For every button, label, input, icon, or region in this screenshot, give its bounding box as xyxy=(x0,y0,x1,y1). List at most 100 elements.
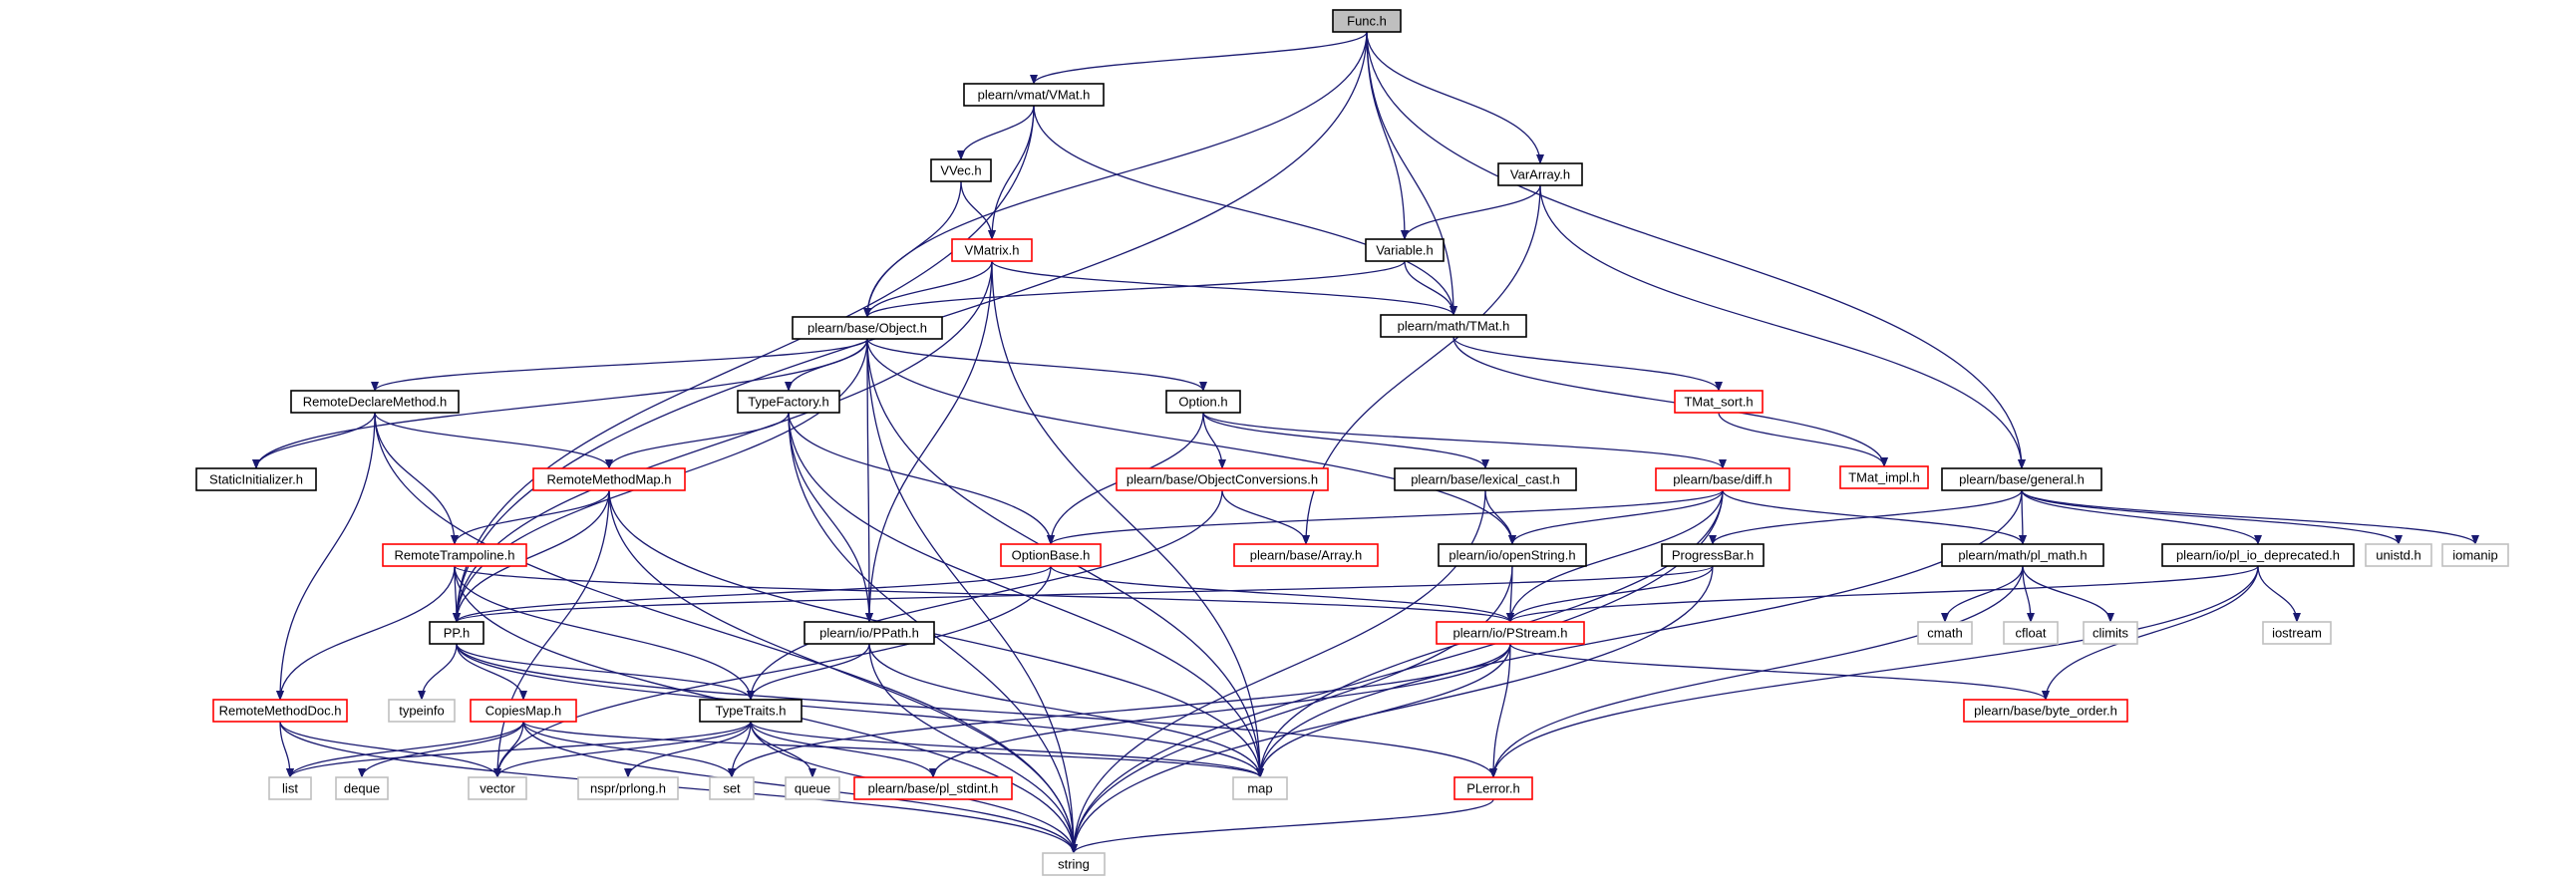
edge-copiesmap-to-map xyxy=(522,721,1264,778)
node-climits: climits xyxy=(2083,621,2138,645)
edge-copiesmap-to-deque xyxy=(358,721,524,778)
node-box-typefactory xyxy=(737,390,840,414)
edge-general-to-iomanip xyxy=(2021,489,2479,545)
node-label-climits: climits xyxy=(2093,626,2129,641)
edge-general-to-progressbar xyxy=(1709,489,2023,545)
node-label-plmath: plearn/math/pl_math.h xyxy=(1958,548,2087,563)
node-label-unistd: unistd.h xyxy=(2376,548,2421,563)
node-array[interactable]: plearn/base/Array.h xyxy=(1233,543,1379,567)
node-general[interactable]: plearn/base/general.h xyxy=(1941,467,2102,491)
edge-variable-to-object xyxy=(863,260,1406,318)
node-box-iostream xyxy=(2262,621,2332,645)
edge-pstream-to-map xyxy=(1256,643,1511,778)
node-object[interactable]: plearn/base/Object.h xyxy=(792,316,943,340)
edge-lexcast-to-openstring xyxy=(1484,489,1516,545)
node-label-rmdoc: RemoteMethodDoc.h xyxy=(219,704,342,719)
node-rdm[interactable]: RemoteDeclareMethod.h xyxy=(290,390,460,414)
node-deque: deque xyxy=(335,776,389,800)
edge-vmat-to-vmatrix xyxy=(988,105,1035,240)
dependency-edges xyxy=(252,31,2479,854)
node-vvec[interactable]: VVec.h xyxy=(930,158,992,182)
edge-pliodep-to-iostream xyxy=(2257,565,2301,623)
node-objconv[interactable]: plearn/base/ObjectConversions.h xyxy=(1116,467,1329,491)
edge-progressbar-to-pstream xyxy=(1506,565,1714,623)
node-tmatimpl[interactable]: TMat_impl.h xyxy=(1839,465,1929,489)
node-nspr: nspr/prlong.h xyxy=(577,776,679,800)
edge-general-to-pliodep xyxy=(2021,489,2262,545)
node-label-iostream: iostream xyxy=(2272,626,2322,641)
node-plmath[interactable]: plearn/math/pl_math.h xyxy=(1941,543,2104,567)
node-label-vmat: plearn/vmat/VMat.h xyxy=(978,88,1091,103)
node-box-diff xyxy=(1655,467,1790,491)
node-box-staticinit xyxy=(195,467,317,491)
node-typeinfo: typeinfo xyxy=(388,699,456,723)
node-box-typetraits xyxy=(699,699,803,723)
edge-copiesmap-to-list xyxy=(286,721,524,778)
edge-vmatrix-to-object xyxy=(863,260,993,318)
node-pstream[interactable]: plearn/io/PStream.h xyxy=(1436,621,1585,645)
node-rmdoc[interactable]: RemoteMethodDoc.h xyxy=(212,699,348,723)
node-vmatrix[interactable]: VMatrix.h xyxy=(951,238,1033,262)
node-label-iomanip: iomanip xyxy=(2452,548,2498,563)
node-diff[interactable]: plearn/base/diff.h xyxy=(1655,467,1790,491)
node-box-vector xyxy=(468,776,527,800)
node-box-typeinfo xyxy=(388,699,456,723)
node-label-ppath: plearn/io/PPath.h xyxy=(819,626,919,641)
node-func[interactable]: Func.h xyxy=(1332,9,1402,33)
node-box-plerror xyxy=(1453,776,1533,800)
node-variable[interactable]: Variable.h xyxy=(1365,238,1445,262)
edge-progressbar-to-pp xyxy=(453,565,1714,623)
node-label-deque: deque xyxy=(344,781,380,796)
edge-pstream-to-set xyxy=(728,643,1511,778)
node-label-objconv: plearn/base/ObjectConversions.h xyxy=(1127,472,1318,487)
edge-rmm-to-vector xyxy=(493,489,610,778)
node-box-nspr xyxy=(577,776,679,800)
node-tmat[interactable]: plearn/math/TMat.h xyxy=(1380,314,1527,338)
node-box-plstdint xyxy=(853,776,1013,800)
node-rtramp[interactable]: RemoteTrampoline.h xyxy=(382,543,527,567)
node-vararray[interactable]: VarArray.h xyxy=(1497,162,1583,186)
node-openstring[interactable]: plearn/io/openString.h xyxy=(1438,543,1587,567)
node-box-objconv xyxy=(1116,467,1329,491)
node-label-vararray: VarArray.h xyxy=(1510,167,1570,182)
node-staticinit[interactable]: StaticInitializer.h xyxy=(195,467,317,491)
node-label-queue: queue xyxy=(795,781,830,796)
node-label-list: list xyxy=(282,781,298,796)
node-label-array: plearn/base/Array.h xyxy=(1250,548,1363,563)
node-vmat[interactable]: plearn/vmat/VMat.h xyxy=(963,83,1105,107)
node-label-staticinit: StaticInitializer.h xyxy=(209,472,303,487)
node-unistd: unistd.h xyxy=(2365,543,2432,567)
edge-vvec-to-vmatrix xyxy=(960,180,996,240)
node-byteorder[interactable]: plearn/base/byte_order.h xyxy=(1963,699,2128,723)
edge-rtramp-to-pstream xyxy=(454,565,1514,623)
node-pp[interactable]: PP.h xyxy=(429,621,484,645)
node-option[interactable]: Option.h xyxy=(1165,390,1241,414)
node-lexcast[interactable]: plearn/base/lexical_cast.h xyxy=(1394,467,1577,491)
edge-pp-to-plerror xyxy=(456,643,1497,778)
node-typetraits[interactable]: TypeTraits.h xyxy=(699,699,803,723)
node-box-map xyxy=(1232,776,1288,800)
edge-ppath-to-typetraits xyxy=(747,643,870,701)
node-copiesmap[interactable]: CopiesMap.h xyxy=(470,699,577,723)
node-rmm[interactable]: RemoteMethodMap.h xyxy=(532,467,686,491)
node-plstdint[interactable]: plearn/base/pl_stdint.h xyxy=(853,776,1013,800)
node-iomanip: iomanip xyxy=(2441,543,2509,567)
edge-typetraits-to-set xyxy=(728,721,752,778)
node-label-object: plearn/base/Object.h xyxy=(807,321,927,336)
node-vector: vector xyxy=(468,776,527,800)
node-box-set xyxy=(709,776,755,800)
edge-general-to-unistd xyxy=(2021,489,2403,545)
node-progressbar[interactable]: ProgressBar.h xyxy=(1661,543,1765,567)
node-tmatsort[interactable]: TMat_sort.h xyxy=(1674,390,1764,414)
node-label-pliodep: plearn/io/pl_io_deprecated.h xyxy=(2176,548,2340,563)
node-label-progressbar: ProgressBar.h xyxy=(1672,548,1754,563)
node-box-byteorder xyxy=(1963,699,2128,723)
node-plerror[interactable]: PLerror.h xyxy=(1453,776,1533,800)
node-box-unistd xyxy=(2365,543,2432,567)
node-optionbase[interactable]: OptionBase.h xyxy=(1000,543,1102,567)
node-pliodep[interactable]: plearn/io/pl_io_deprecated.h xyxy=(2161,543,2355,567)
edge-rdm-to-staticinit xyxy=(252,412,376,469)
node-typefactory[interactable]: TypeFactory.h xyxy=(737,390,840,414)
node-ppath[interactable]: plearn/io/PPath.h xyxy=(804,621,935,645)
